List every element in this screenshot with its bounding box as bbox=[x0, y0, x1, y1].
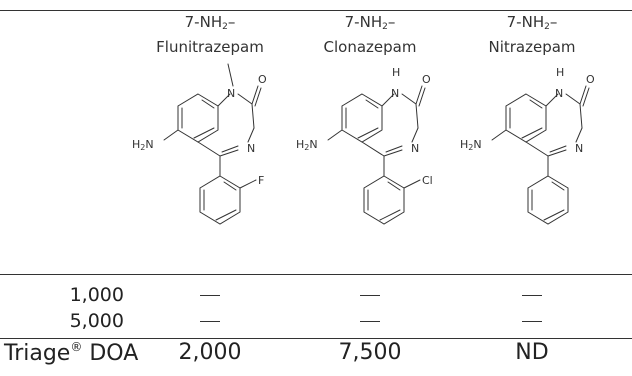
svg-text:H: H bbox=[392, 66, 400, 79]
row-label-triage-doa: Triage® DOA bbox=[4, 340, 139, 366]
svg-text:N: N bbox=[411, 142, 419, 155]
not-detected-dash: – bbox=[522, 295, 542, 296]
svg-text:H2N: H2N bbox=[296, 138, 318, 152]
structure-7-amino-flunitrazepam: N O N H2N F bbox=[132, 63, 267, 225]
table-triage-rule bbox=[0, 338, 632, 339]
column-header-nitrazepam: 7-NH2– Nitrazepam bbox=[488, 13, 576, 56]
table-header-rule bbox=[0, 274, 632, 275]
svg-text:N: N bbox=[247, 142, 255, 155]
svg-text:N: N bbox=[575, 142, 583, 155]
svg-text:H2N: H2N bbox=[460, 138, 482, 152]
not-detected-dash: – bbox=[200, 295, 220, 296]
row-label-1000: 1,000 bbox=[69, 284, 124, 306]
svg-text:O: O bbox=[422, 73, 431, 86]
cell-5000-flunitrazepam: – bbox=[130, 310, 290, 332]
svg-text:N: N bbox=[391, 87, 399, 100]
cell-5000-nitrazepam: – bbox=[452, 310, 612, 332]
not-detected-dash: – bbox=[360, 321, 380, 322]
svg-text:O: O bbox=[258, 73, 267, 86]
cell-1000-flunitrazepam: – bbox=[130, 284, 290, 306]
cell-triage-nitrazepam: ND bbox=[515, 340, 549, 365]
not-detected-dash: – bbox=[200, 321, 220, 322]
svg-text:O: O bbox=[586, 73, 595, 86]
cell-5000-clonazepam: – bbox=[290, 310, 450, 332]
svg-text:H2N: H2N bbox=[132, 138, 154, 152]
structure-7-amino-nitrazepam: H N O N H2N bbox=[460, 66, 595, 225]
not-detected-dash: – bbox=[360, 295, 380, 296]
svg-text:Cl: Cl bbox=[422, 174, 433, 187]
cell-1000-nitrazepam: – bbox=[452, 284, 612, 306]
not-detected-dash: – bbox=[522, 321, 542, 322]
table-top-rule bbox=[0, 10, 632, 11]
cell-triage-flunitrazepam: 2,000 bbox=[178, 340, 242, 365]
column-header-flunitrazepam: 7-NH2– Flunitrazepam bbox=[156, 13, 264, 56]
cell-1000-clonazepam: – bbox=[290, 284, 450, 306]
svg-text:H: H bbox=[556, 66, 564, 79]
column-header-clonazepam: 7-NH2– Clonazepam bbox=[323, 13, 417, 56]
structure-7-amino-clonazepam: H N O N H2N Cl bbox=[296, 66, 433, 225]
cell-triage-clonazepam: 7,500 bbox=[338, 340, 402, 365]
svg-text:N: N bbox=[227, 87, 235, 100]
svg-text:N: N bbox=[555, 87, 563, 100]
row-label-5000: 5,000 bbox=[69, 310, 124, 332]
svg-text:F: F bbox=[258, 174, 264, 187]
